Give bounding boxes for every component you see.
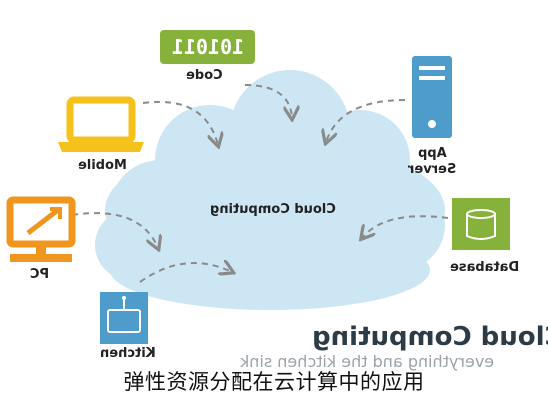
arrow-app-server — [326, 99, 406, 142]
diagram-title: Cloud Computing — [312, 322, 548, 352]
app-server-label-line1: App — [418, 146, 447, 161]
arrow-mobile — [142, 101, 218, 145]
server-icon — [412, 56, 452, 138]
app-server-label-line2: Server — [408, 162, 457, 177]
kitchen-label: Kitchen — [100, 346, 156, 361]
mobile-label: Mobile — [78, 158, 127, 173]
monitor-icon — [6, 196, 76, 262]
cloud-center-label: Cloud Computing — [210, 202, 336, 217]
code-label: Code — [186, 68, 223, 83]
database-label: Database — [450, 260, 520, 275]
sink-icon — [100, 292, 148, 344]
arrow-database — [362, 215, 449, 238]
code-badge-icon: 101011 — [160, 30, 255, 64]
cloud-shape — [95, 70, 445, 310]
pc-label: PC — [30, 267, 50, 282]
code-badge-text: 101011 — [172, 35, 244, 59]
laptop-icon — [58, 96, 144, 152]
arrow-code — [244, 84, 292, 118]
database-icon — [452, 198, 510, 250]
arrow-pc — [71, 212, 158, 248]
image-caption: 弹性资源分配在云计算中的应用 — [123, 370, 425, 394]
arrow-kitchen — [139, 263, 232, 283]
